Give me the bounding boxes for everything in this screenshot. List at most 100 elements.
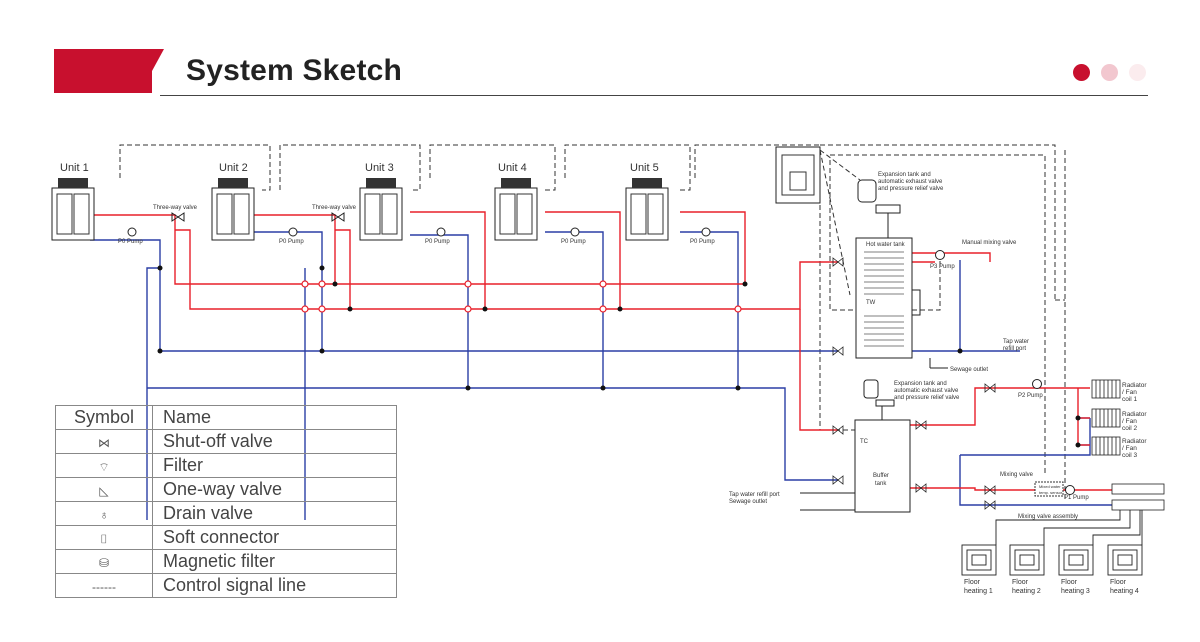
radiator-2-label-3: coil 2 xyxy=(1122,425,1138,432)
controller-box xyxy=(775,146,821,204)
sewage-outlet-label: Sewage outlet xyxy=(950,367,988,373)
pump-label-4: P0 Pump xyxy=(561,239,586,245)
floor-heating-1-label-2: heating 1 xyxy=(964,588,993,595)
soft-connector-icon: ⌷ xyxy=(100,532,108,546)
legend-name: Drain valve xyxy=(152,501,397,526)
mixing-temp-sensor-label-2: temp. sensor xyxy=(1039,490,1063,495)
tap-refill-sewage-label-1: Tap water refill port xyxy=(729,492,780,498)
legend-row: ⌷ Soft connector xyxy=(55,525,397,550)
legend-header-symbol: Symbol xyxy=(55,405,153,430)
p3-pump-label: P3 Pump xyxy=(930,264,955,270)
unit-label-5: Unit 5 xyxy=(630,162,659,174)
hot-water-tank-label: Hot water tank xyxy=(866,242,906,248)
legend-row: ⋈ Shut-off valve xyxy=(55,429,397,454)
p3-pump-icon xyxy=(935,250,945,260)
floor-heating-3-label-2: heating 3 xyxy=(1061,588,1090,595)
expansion-tank-top xyxy=(857,179,901,238)
pipe-junctions xyxy=(157,265,1081,448)
radiators xyxy=(1091,379,1121,456)
floor-heating-2-label-1: Floor xyxy=(1012,579,1029,586)
magnetic-filter-icon: ⛁ xyxy=(98,556,110,570)
legend-name: Filter xyxy=(152,453,397,478)
symbol-legend-table: Symbol Name ⋈ Shut-off valve ⌔ Filter ◺ … xyxy=(55,405,397,598)
drain-valve-icon: ♁ xyxy=(99,508,109,522)
expansion-label-mid-1: Expansion tank and xyxy=(894,381,947,387)
pump-label-3: P0 Pump xyxy=(425,239,450,245)
legend-name: Magnetic filter xyxy=(152,549,397,574)
pump-label-1: P0 Pump xyxy=(118,239,143,245)
page-title: System Sketch xyxy=(186,54,403,87)
three-way-valve-label-2: Three-way valve xyxy=(312,205,357,211)
expansion-label-mid-2: automatic exhaust valve xyxy=(894,388,959,394)
mixing-valve-label: Mixing valve xyxy=(1000,472,1034,478)
buffer-tank-label-2: tank xyxy=(875,481,887,487)
expansion-label-mid-3: and pressure relief valve xyxy=(894,395,960,401)
floor-heating-1-label-1: Floor xyxy=(964,579,981,586)
page-dot-1 xyxy=(1073,64,1090,81)
legend-name: Shut-off valve xyxy=(152,429,397,454)
expansion-label-top-3: and pressure relief valve xyxy=(878,186,944,192)
floor-heating-loops xyxy=(961,510,1143,576)
floor-heating-3-label-1: Floor xyxy=(1061,579,1078,586)
expansion-label-top-2: automatic exhaust valve xyxy=(878,179,943,185)
control-signal-line-icon: ------ xyxy=(92,580,116,594)
expansion-label-top-1: Expansion tank and xyxy=(878,172,931,178)
title-rule xyxy=(160,95,1148,96)
legend-name: Control signal line xyxy=(152,573,397,598)
radiator-3-label-1: Radiator xyxy=(1122,438,1147,445)
outdoor-unit-4 xyxy=(494,178,538,241)
tap-refill-sewage-label-2: Sewage outlet xyxy=(729,499,767,505)
tw-sensor-label: TW xyxy=(866,300,876,306)
radiator-1-label-2: / Fan xyxy=(1122,389,1137,396)
unit-label-4: Unit 4 xyxy=(498,162,527,174)
mixing-temp-sensor-box xyxy=(1034,481,1064,497)
mixing-valve-assembly-label: Mixing valve assembly xyxy=(1018,514,1078,520)
legend-header-row: Symbol Name xyxy=(55,405,397,430)
legend-row: ♁ Drain valve xyxy=(55,501,397,526)
buffer-tank-label-1: Buffer xyxy=(873,473,889,479)
radiator-2-label-2: / Fan xyxy=(1122,418,1137,425)
page-dot-3 xyxy=(1129,64,1146,81)
legend-name: Soft connector xyxy=(152,525,397,550)
radiator-3-label-2: / Fan xyxy=(1122,445,1137,452)
floor-heating-4-label-1: Floor xyxy=(1110,579,1127,586)
radiator-2-label-1: Radiator xyxy=(1122,411,1147,418)
manual-mixing-valve-label: Manual mixing valve xyxy=(962,240,1017,246)
outdoor-unit-3 xyxy=(359,178,403,241)
manifold xyxy=(1111,483,1165,511)
title-band xyxy=(54,49,152,93)
legend-row: ------ Control signal line xyxy=(55,573,397,598)
page-dot-2 xyxy=(1101,64,1118,81)
three-way-valve-label-1: Three-way valve xyxy=(153,205,198,211)
buffer-tank xyxy=(854,419,911,513)
pump-label-2: P0 Pump xyxy=(279,239,304,245)
radiator-1-label-3: coil 1 xyxy=(1122,396,1138,403)
pump-label-5: P0 Pump xyxy=(690,239,715,245)
p2-pump-icon xyxy=(1032,379,1042,389)
floor-heating-2-label-2: heating 2 xyxy=(1012,588,1041,595)
mixing-temp-sensor-label-1: Mixed water xyxy=(1039,484,1061,489)
legend-header-name: Name xyxy=(152,405,397,430)
expansion-tank-mid xyxy=(863,379,895,420)
one-way-valve-icon: ◺ xyxy=(99,484,109,498)
tc-sensor-label: TC xyxy=(860,439,869,445)
legend-row: ◺ One-way valve xyxy=(55,477,397,502)
shut-off-valve-icon xyxy=(832,257,996,510)
floor-heating-4-label-2: heating 4 xyxy=(1110,588,1139,595)
outdoor-unit-2 xyxy=(211,178,255,241)
unit-label-1: Unit 1 xyxy=(60,162,89,174)
buffer-tank-ports xyxy=(800,492,855,511)
three-way-valve-icon xyxy=(171,212,345,222)
unit-pumps xyxy=(127,227,711,237)
p1-pump-label: P1 Pump xyxy=(1064,495,1089,501)
title-band-tail xyxy=(140,49,164,93)
unit-label-3: Unit 3 xyxy=(365,162,394,174)
radiator-3-label-3: coil 3 xyxy=(1122,452,1138,459)
outdoor-unit-1 xyxy=(51,178,95,241)
tap-water-refill-label-1: Tap water xyxy=(1003,339,1029,345)
tap-water-refill-label-2: refill port xyxy=(1003,346,1026,352)
shut-off-valve-icon: ⋈ xyxy=(98,436,110,450)
hot-water-tank xyxy=(855,237,921,359)
outdoor-unit-5 xyxy=(625,178,669,241)
